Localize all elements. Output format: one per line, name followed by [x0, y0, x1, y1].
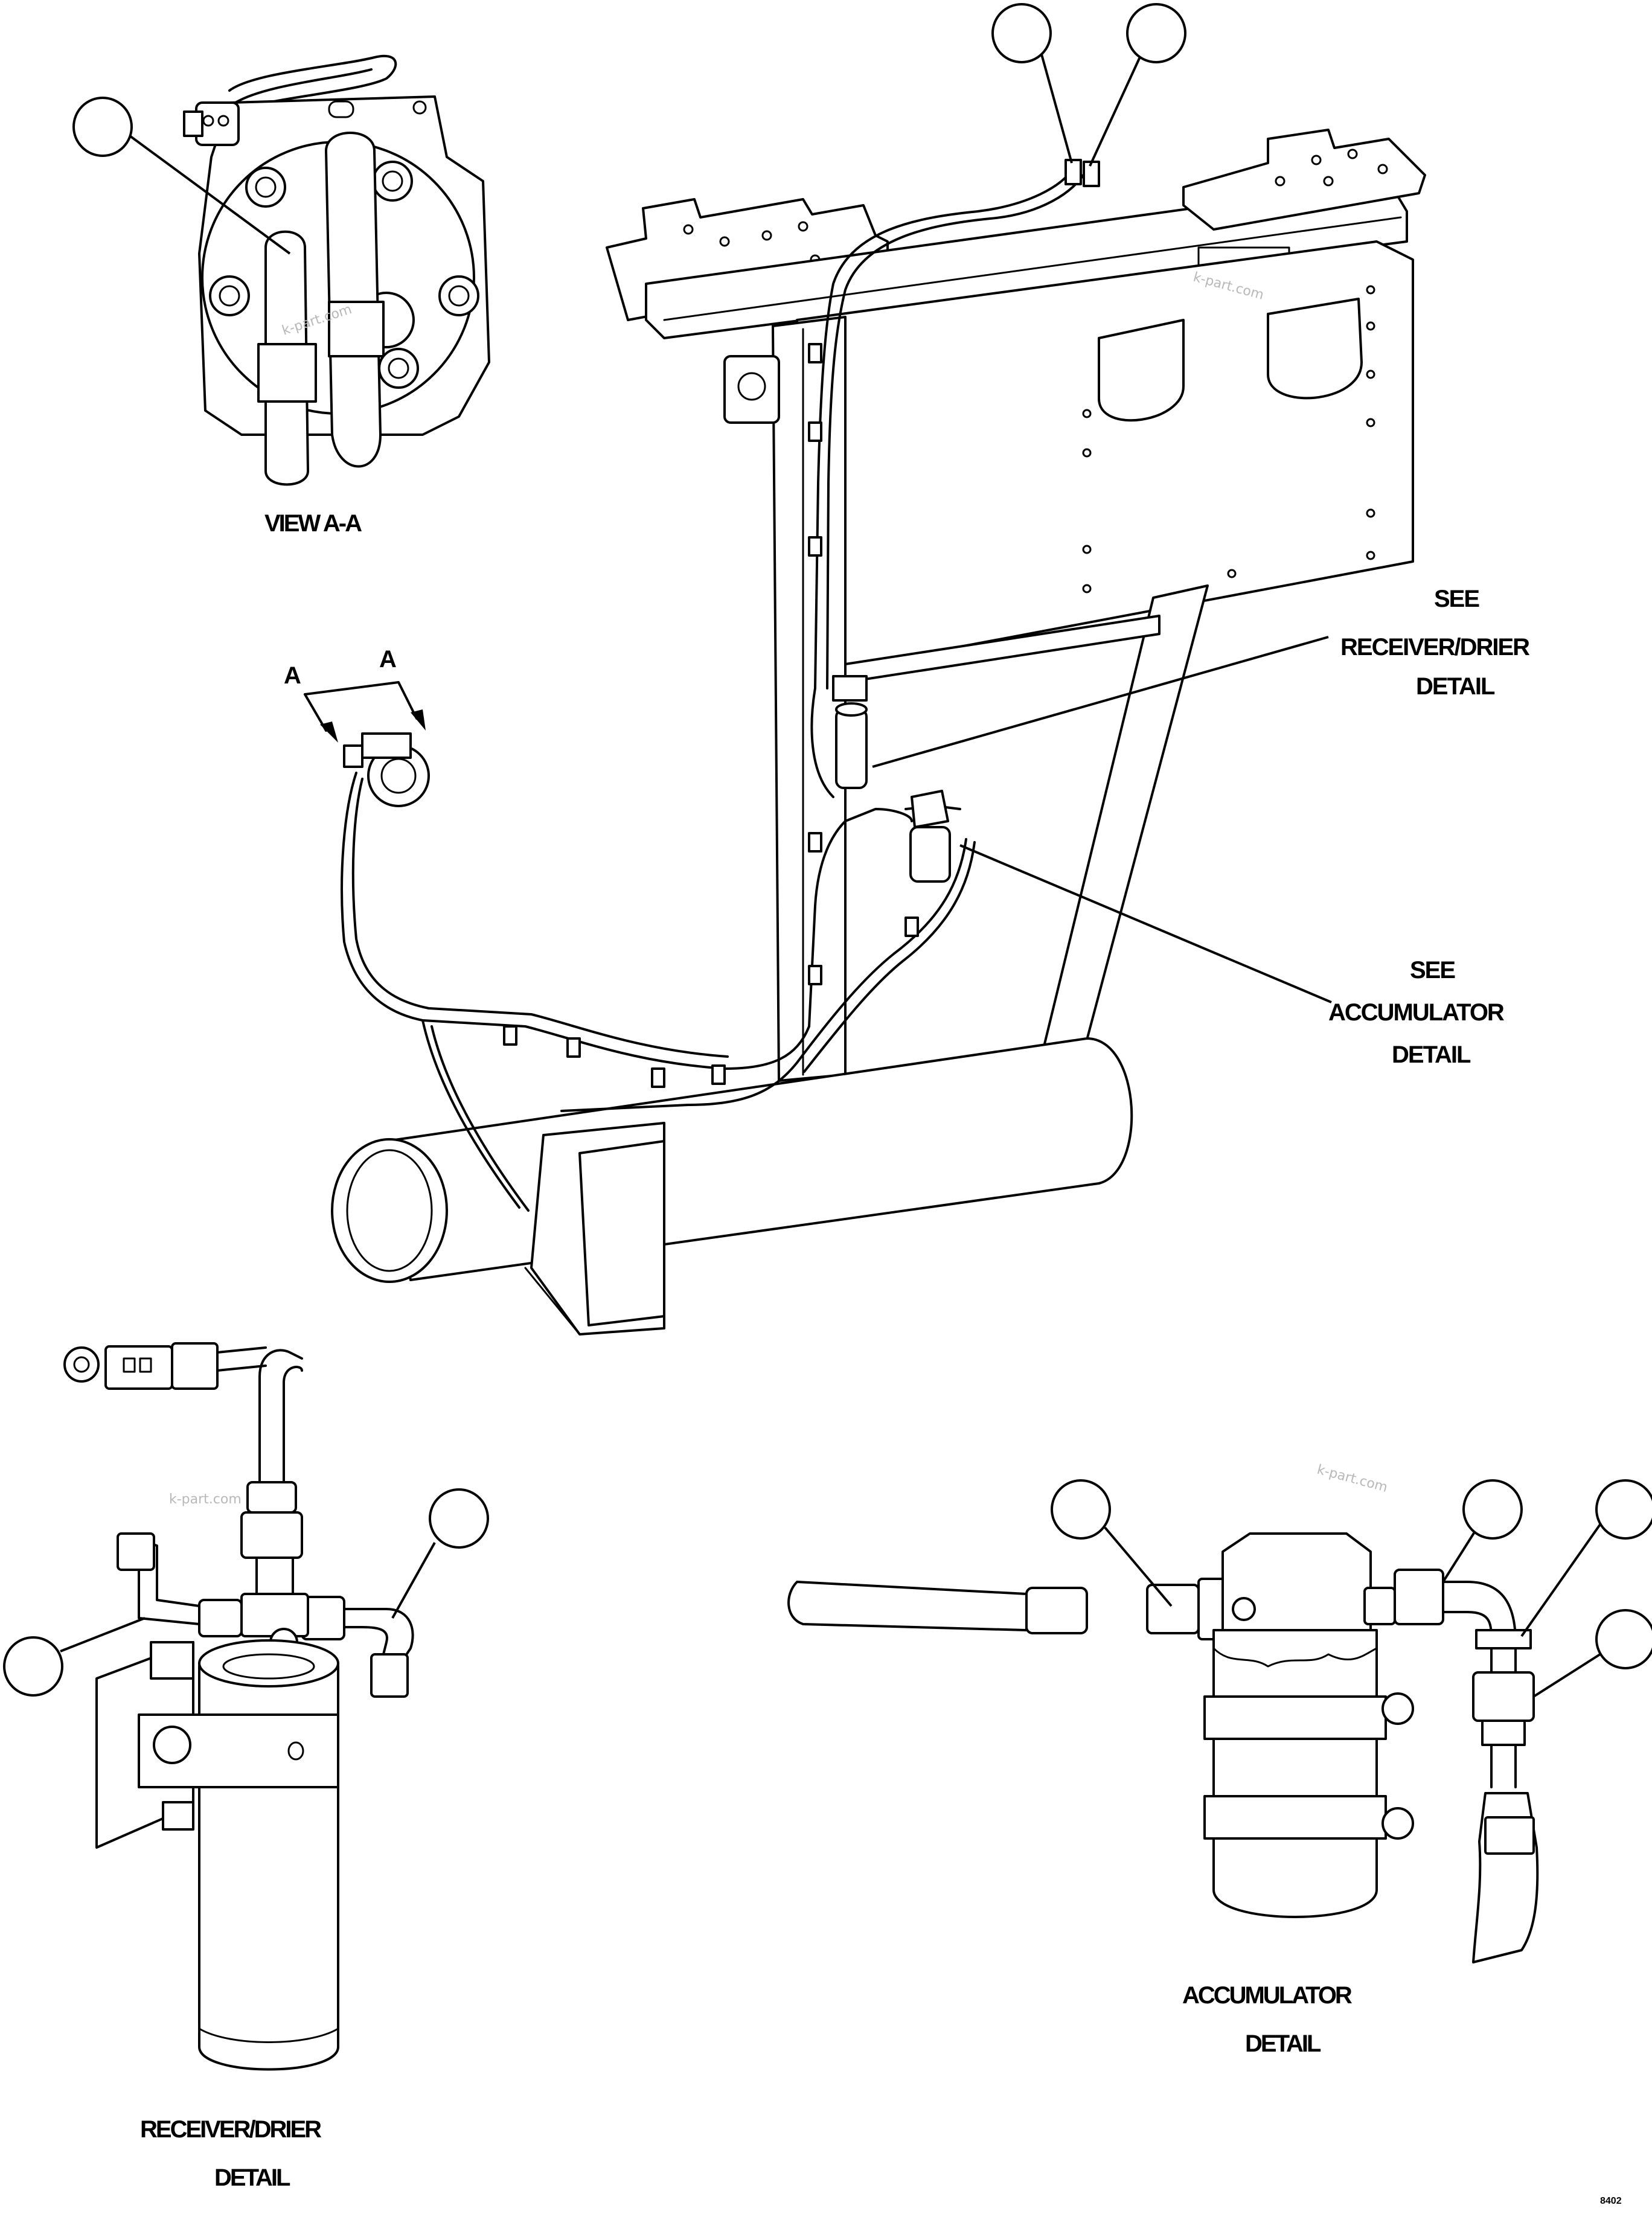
- label-section-a-left: A: [284, 662, 301, 689]
- figure-code: 8402: [1600, 2196, 1622, 2206]
- section-arrows: [304, 681, 426, 743]
- receiver-detail: DETAIL: [214, 2164, 290, 2191]
- watermark-3: k-part.com: [169, 1492, 242, 1507]
- accumulator-detail: [787, 1532, 1539, 1963]
- balloon-accum-1: [1051, 1479, 1111, 1540]
- balloon-receiver-right: [429, 1488, 489, 1549]
- leader-receiver-right: [391, 1542, 436, 1619]
- leader-compressor: [129, 135, 291, 255]
- leader-receiver-left: [60, 1617, 146, 1653]
- see-accumulator-see: SEE: [1410, 957, 1455, 984]
- see-accumulator-detail: DETAIL: [1392, 1041, 1471, 1068]
- see-receiver-detail: DETAIL: [1416, 673, 1495, 700]
- accumulator-title: ACCUMULATOR: [1182, 1982, 1353, 2009]
- duct-box: [524, 1122, 665, 1336]
- leader-accum-4: [1532, 1653, 1601, 1698]
- balloon-accum-4: [1595, 1609, 1652, 1669]
- balloon-top-2: [1126, 3, 1186, 63]
- balloon-accum-2: [1462, 1479, 1523, 1540]
- see-receiver-name: RECEIVER/DRIER: [1340, 634, 1530, 661]
- leader-top-2: [1089, 54, 1142, 167]
- balloon-accum-3: [1595, 1479, 1652, 1540]
- see-receiver-see: SEE: [1434, 586, 1479, 612]
- bottom-tube: [331, 1037, 1133, 1283]
- label-view-aa: VIEW A-A: [264, 510, 362, 537]
- accumulator-small: [909, 790, 951, 883]
- see-accumulator-name: ACCUMULATOR: [1328, 999, 1505, 1026]
- balloon-compressor: [72, 97, 133, 157]
- leader-see-receiver: [872, 636, 1329, 768]
- leader-accum-1: [1104, 1526, 1173, 1607]
- leader-see-accumulator: [959, 844, 1332, 1003]
- compressor-view: [183, 54, 490, 486]
- receiver-small: [832, 675, 868, 789]
- receiver-drier-detail: [63, 1342, 414, 2071]
- leader-top-1: [1040, 54, 1073, 164]
- balloon-top-1: [991, 3, 1052, 63]
- balloon-receiver-left: [3, 1636, 63, 1697]
- label-section-a-right: A: [379, 646, 396, 673]
- hose-routing: [341, 159, 1100, 1212]
- accumulator-detail: DETAIL: [1245, 2030, 1321, 2057]
- watermark-4: k-part.com: [1315, 1462, 1389, 1496]
- frame-assembly: [606, 129, 1426, 1082]
- compressor-small: [343, 732, 430, 807]
- leader-accum-3: [1520, 1523, 1601, 1637]
- leader-accum-2: [1442, 1523, 1481, 1583]
- receiver-title: RECEIVER/DRIER: [140, 2116, 322, 2143]
